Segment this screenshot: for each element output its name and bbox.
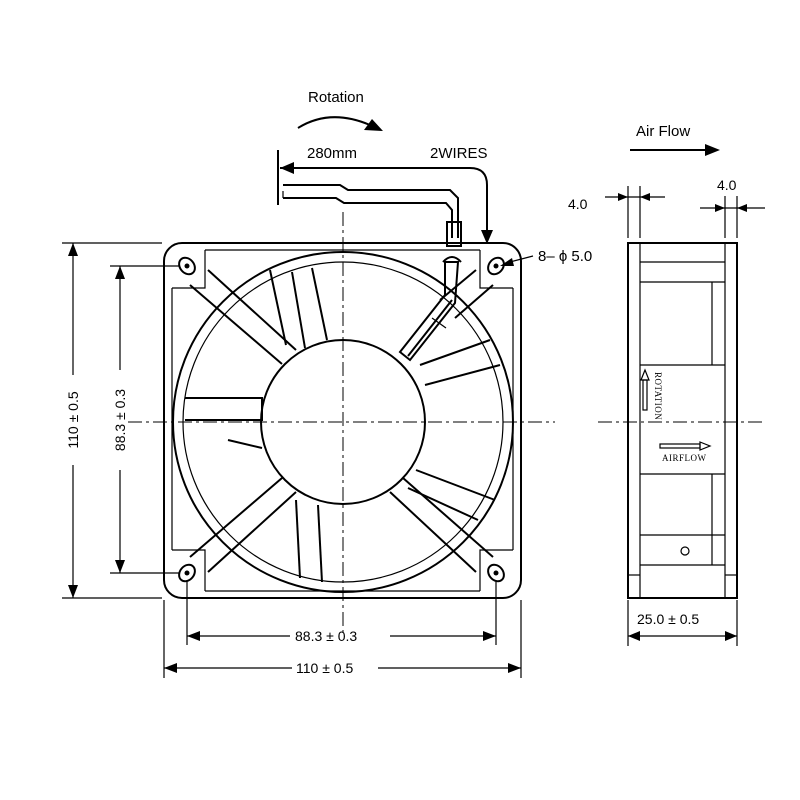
dimension-flange-right: 4.0 <box>700 177 765 238</box>
wire-leads <box>282 184 462 247</box>
mount-hole-bl <box>178 563 196 583</box>
corner-pockets <box>172 250 513 591</box>
side-airflow-arrow: AIRFLOW <box>659 441 712 463</box>
front-view <box>128 184 555 635</box>
support-spokes <box>189 269 494 573</box>
frame-width-label: 110 ± 0.5 <box>296 660 353 676</box>
hole-pitch-width-label: 88.3 ± 0.3 <box>295 628 357 644</box>
dimension-flange-left: 4.0 <box>568 186 665 238</box>
dimension-frame-height: 110 ± 0.5 <box>62 242 162 599</box>
cable-length-annotation: 280mm 2WIRES <box>277 145 493 244</box>
depth-label: 25.0 ± 0.5 <box>637 611 699 627</box>
dimension-hole-pitch-width: 88.3 ± 0.3 <box>186 580 497 645</box>
cable-length-label: 280mm <box>307 145 357 162</box>
flange-right-label: 4.0 <box>717 177 737 193</box>
side-rotation-label: ROTATION <box>653 372 663 420</box>
dimension-frame-width: 110 ± 0.5 <box>163 600 522 678</box>
dimension-depth: 25.0 ± 0.5 <box>627 600 738 646</box>
mount-hole-br <box>487 563 505 583</box>
dimension-hole-pitch-height: 88.3 ± 0.3 <box>110 265 180 574</box>
mounting-holes <box>178 256 505 583</box>
mount-hole-tl <box>178 256 196 276</box>
mount-hole-annotation: 8– ϕ 5.0 <box>500 248 592 266</box>
hole-pitch-height-label: 88.3 ± 0.3 <box>112 389 128 451</box>
wires-label: 2WIRES <box>430 145 488 162</box>
side-frame <box>627 242 738 599</box>
side-rotation-arrow: ROTATION <box>640 368 663 420</box>
side-view: Air Flow ROTATION AIRFLOW <box>598 123 765 599</box>
mount-hole-label: 8– ϕ 5.0 <box>538 248 592 265</box>
flange-left-label: 4.0 <box>568 196 588 212</box>
rotation-annotation: Rotation <box>297 89 383 131</box>
frame-height-label: 110 ± 0.5 <box>65 391 81 448</box>
rotation-label: Rotation <box>308 89 364 106</box>
mount-hole-tr <box>487 256 505 276</box>
wire-channel <box>398 256 462 362</box>
side-airflow-label: AIRFLOW <box>662 453 707 463</box>
air-flow-label: Air Flow <box>636 123 690 140</box>
